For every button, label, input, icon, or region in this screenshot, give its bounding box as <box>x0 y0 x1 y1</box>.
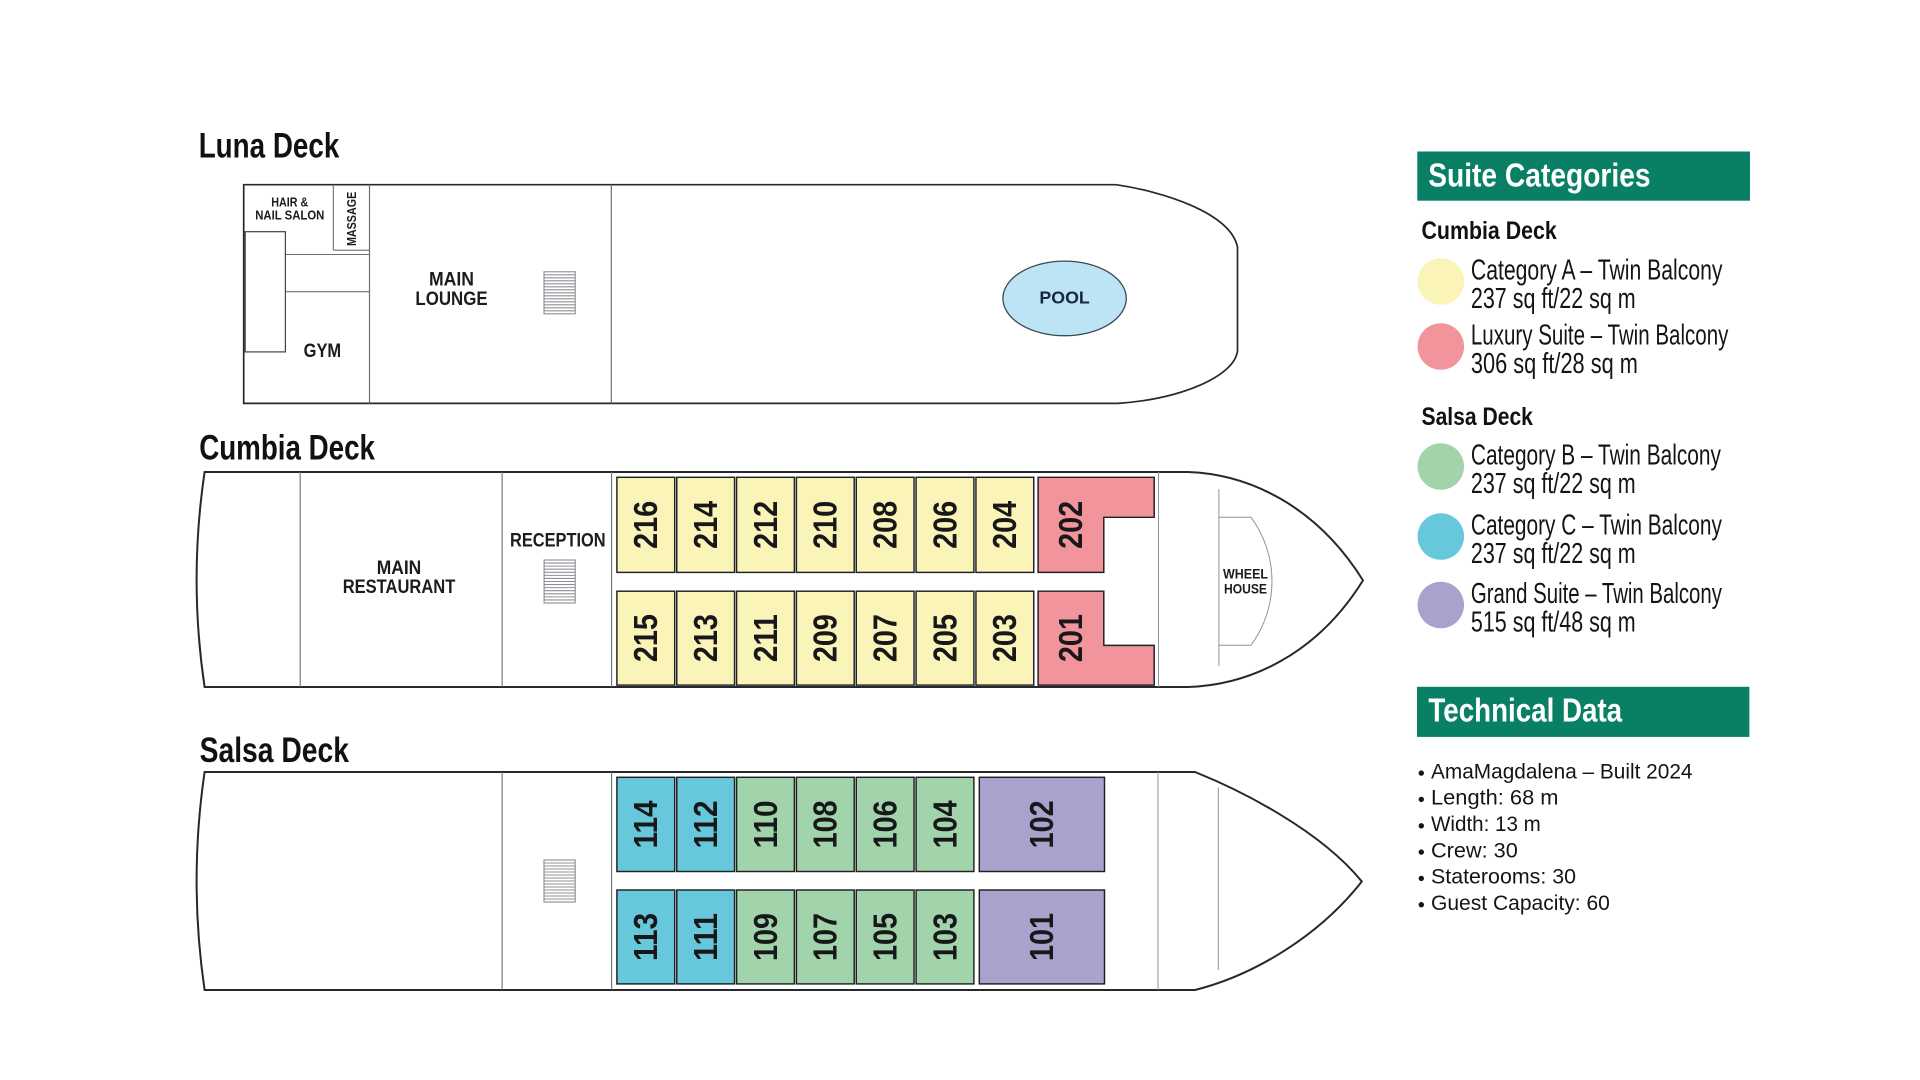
svg-text:112: 112 <box>687 800 724 848</box>
svg-text:Category B – Twin Balcony: Category B – Twin Balcony <box>1471 440 1722 472</box>
svg-text:HOUSE: HOUSE <box>1224 582 1267 597</box>
svg-text:104: 104 <box>926 800 963 849</box>
svg-text:RECEPTION: RECEPTION <box>510 530 606 551</box>
svg-text:209: 209 <box>807 614 844 662</box>
svg-text:Cumbia Deck: Cumbia Deck <box>1422 217 1557 245</box>
svg-text:105: 105 <box>867 913 904 961</box>
svg-text:GYM: GYM <box>304 341 342 362</box>
svg-text:Suite Categories: Suite Categories <box>1428 157 1650 194</box>
svg-text:POOL: POOL <box>1039 287 1090 307</box>
svg-text:211: 211 <box>747 614 784 662</box>
svg-text:106: 106 <box>867 800 904 848</box>
svg-text:Luxury Suite – Twin Balcony: Luxury Suite – Twin Balcony <box>1471 320 1729 352</box>
svg-text:Cumbia Deck: Cumbia Deck <box>199 427 375 467</box>
svg-text:Guest Capacity: 60: Guest Capacity: 60 <box>1431 891 1610 915</box>
svg-text:MAIN: MAIN <box>429 270 474 291</box>
svg-text:101: 101 <box>1023 913 1060 961</box>
svg-text:110: 110 <box>747 800 784 848</box>
svg-text:306 sq ft/28 sq m: 306 sq ft/28 sq m <box>1471 348 1638 380</box>
svg-text:Salsa Deck: Salsa Deck <box>200 730 350 770</box>
svg-text:210: 210 <box>807 501 844 549</box>
svg-text:WHEEL: WHEEL <box>1223 567 1268 582</box>
svg-text:Category C – Twin Balcony: Category C – Twin Balcony <box>1471 510 1723 542</box>
svg-text:Technical Data: Technical Data <box>1428 692 1622 729</box>
svg-text:Crew: 30: Crew: 30 <box>1431 838 1518 862</box>
svg-text:237 sq ft/22 sq m: 237 sq ft/22 sq m <box>1471 538 1636 570</box>
svg-text:204: 204 <box>986 500 1023 549</box>
svg-text:108: 108 <box>807 800 844 848</box>
svg-text:AmaMagdalena – Built 2024: AmaMagdalena – Built 2024 <box>1431 759 1693 783</box>
svg-text:203: 203 <box>986 614 1023 662</box>
svg-text:213: 213 <box>687 614 724 662</box>
svg-text:Staterooms: 30: Staterooms: 30 <box>1431 865 1576 889</box>
svg-text:MAIN: MAIN <box>377 558 422 579</box>
svg-text:237 sq ft/22 sq m: 237 sq ft/22 sq m <box>1471 468 1636 500</box>
svg-text:515 sq ft/48 sq m: 515 sq ft/48 sq m <box>1471 606 1636 638</box>
svg-text:Grand Suite – Twin Balcony: Grand Suite – Twin Balcony <box>1471 578 1723 610</box>
svg-text:205: 205 <box>926 614 963 662</box>
svg-text:202: 202 <box>1052 501 1089 549</box>
svg-text:Width: 13 m: Width: 13 m <box>1431 812 1541 836</box>
svg-text:201: 201 <box>1052 614 1089 662</box>
svg-text:208: 208 <box>867 501 904 549</box>
svg-text:103: 103 <box>926 913 963 961</box>
svg-text:102: 102 <box>1023 800 1060 848</box>
svg-text:109: 109 <box>747 913 784 961</box>
svg-text:Salsa Deck: Salsa Deck <box>1422 403 1533 431</box>
svg-text:HAIR &: HAIR & <box>271 196 308 210</box>
svg-text:113: 113 <box>627 913 664 961</box>
svg-text:RESTAURANT: RESTAURANT <box>343 577 456 598</box>
svg-text:216: 216 <box>627 501 664 549</box>
svg-text:111: 111 <box>687 913 724 961</box>
svg-text:206: 206 <box>926 501 963 549</box>
svg-text:Length: 68 m: Length: 68 m <box>1431 786 1559 810</box>
svg-text:107: 107 <box>807 913 844 961</box>
svg-text:NAIL SALON: NAIL SALON <box>255 208 324 222</box>
svg-text:Category A – Twin Balcony: Category A – Twin Balcony <box>1471 255 1723 287</box>
svg-text:207: 207 <box>867 614 904 662</box>
svg-text:212: 212 <box>747 501 784 549</box>
svg-text:237 sq ft/22 sq m: 237 sq ft/22 sq m <box>1471 283 1636 315</box>
svg-text:MASSAGE: MASSAGE <box>345 192 359 246</box>
svg-text:114: 114 <box>627 800 664 849</box>
svg-text:214: 214 <box>687 500 724 549</box>
svg-text:Luna Deck: Luna Deck <box>199 126 340 166</box>
svg-text:215: 215 <box>627 614 664 662</box>
svg-text:LOUNGE: LOUNGE <box>415 289 487 310</box>
